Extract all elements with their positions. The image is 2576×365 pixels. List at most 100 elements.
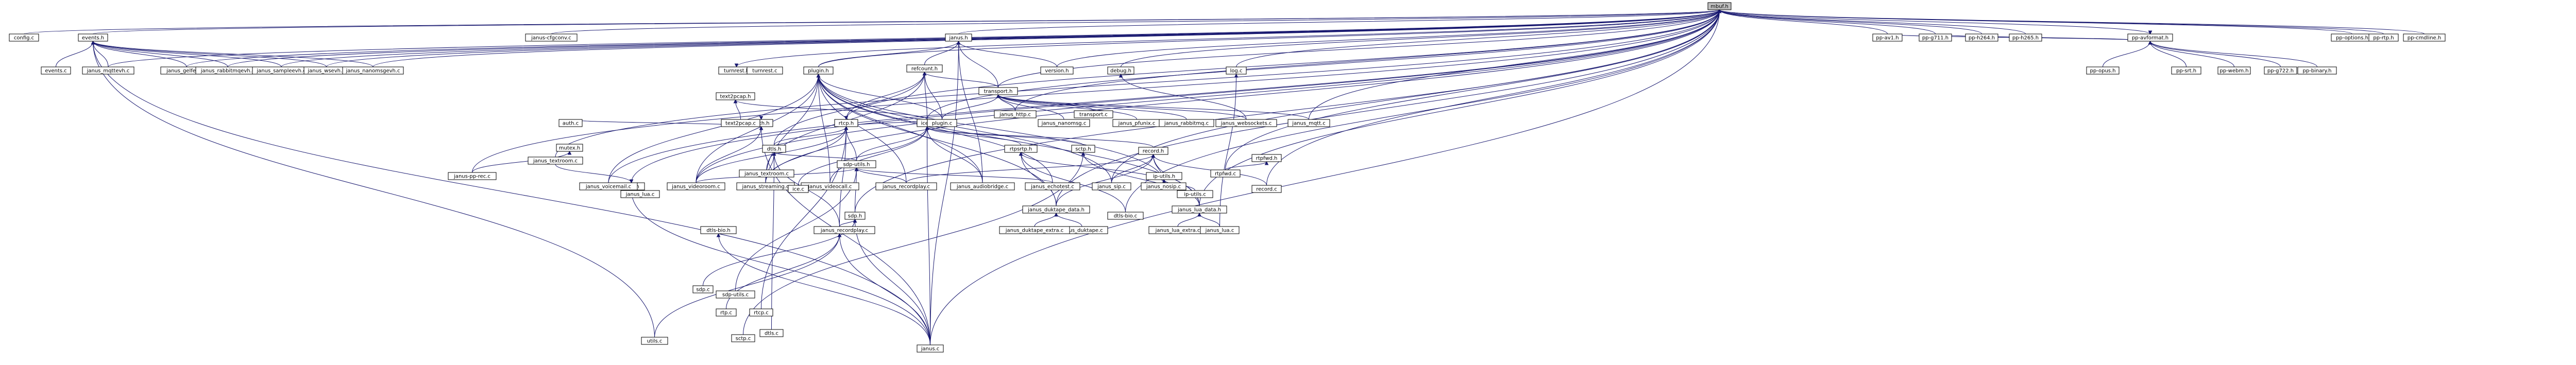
graph-node-janus-rabbitmqevh[interactable]: janus_rabbitmqevh.c [195,66,260,75]
graph-node-janus-nanomsg[interactable]: janus_nanomsg.c [1038,119,1090,127]
node-label: janus_audiobridge.c [956,184,1008,190]
graph-node-record-c[interactable]: record.c [1251,185,1282,193]
graph-node-janus-streaming[interactable]: janus_streaming.c [736,182,795,190]
graph-node-pp-av1[interactable]: pp-av1.h [1872,33,1903,42]
graph-node-janus-mqtt[interactable]: janus_mqtt.c [1287,119,1330,127]
graph-node-pp-h264[interactable]: pp-h264.h [1965,33,1998,42]
graph-node-rtp-c[interactable]: rtp.c [716,308,737,317]
graph-node-pp-h265[interactable]: pp-h265.h [2009,33,2042,42]
graph-node-janus-lua-c2[interactable]: janus_lua.c [1200,226,1240,234]
graph-node-janus-videocall[interactable]: janus_videocall.c [801,182,859,190]
graph-node-janus-duktape-data[interactable]: janus_duktape_data.h [1022,205,1090,214]
graph-node-log-h[interactable]: log.c [1226,66,1247,75]
graph-node-rtcp-c[interactable]: rtcp.c [749,308,773,317]
graph-node-janus-pfunix[interactable]: janus_pfunix.c [1112,119,1161,127]
graph-node-rtpfwd-h[interactable]: rtpfwd.h [1251,154,1282,162]
graph-node-rtpsrtp-h[interactable]: rtpsrtp.h [1004,145,1038,153]
graph-node-dtls-tls[interactable]: dtls-bio.h [700,226,737,234]
graph-node-ip-utils-c[interactable]: ip-utils.c [1177,190,1213,198]
graph-node-sctp-c[interactable]: sctp.c [731,334,755,342]
graph-node-version-h[interactable]: version.h [1040,66,1074,75]
graph-node-refcount[interactable]: refcount.h [906,64,943,73]
edge-auth_h-to-janus_videoroom [696,126,761,183]
graph-node-sctp-h[interactable]: sctp.h [1071,145,1095,153]
graph-node-auth-c[interactable]: auth.c [558,119,583,127]
graph-node-janus-websockets[interactable]: janus_websockets.c [1215,119,1277,127]
graph-node-record-h[interactable]: record.h [1138,147,1168,155]
edge-record_h-to-janus_lua_data [1153,154,1200,206]
graph-node-pp-g722[interactable]: pp-g722.h [2264,66,2297,75]
graph-node-janus-pp-rtp[interactable]: janus_textroom.c [528,157,583,165]
graph-node-janus-audiobridge[interactable]: janus_audiobridge.c [950,182,1015,190]
graph-node-debug-h[interactable]: debug.h [1107,66,1134,75]
graph-node-janus-lua-extra[interactable]: janus_lua_extra.c [1148,226,1207,234]
graph-node-ip-utils-h[interactable]: ip-utils.h [1146,172,1182,180]
edge-janus_h_box-to-plugin_h [818,41,959,67]
graph-node-janus-rabbitmq[interactable]: janus_rabbitmq.c [1159,119,1214,127]
graph-node-janus-duktape-extra[interactable]: janus_duktape_extra.c [999,226,1070,234]
graph-node-dtls-c[interactable]: dtls.c [759,329,784,337]
graph-node-transport-h[interactable]: transport.h [978,87,1018,95]
graph-node-events-h[interactable]: events.h [78,33,108,42]
graph-node-plugin-h[interactable]: plugin.h [803,66,834,75]
graph-node-janus-h-box[interactable]: janus.h [945,33,972,42]
graph-node-pp-srt[interactable]: pp-srt.h [2171,66,2201,75]
graph-node-pp-webm[interactable]: pp-webm.h [2217,66,2251,75]
node-box [1074,110,1113,118]
graph-node-pp-opus[interactable]: pp-opus.h [2086,66,2120,75]
graph-node-pp-options[interactable]: pp-options.h [2331,33,2374,42]
graph-node-pp-rtp[interactable]: pp-rtp.h [2368,33,2399,42]
graph-node-janus-voicemail[interactable]: janus_voicemail.c [579,182,638,190]
graph-node-text2pcap-c[interactable]: text2pcap.c [721,119,760,127]
graph-node-turnrest-c[interactable]: turnrest.c [747,66,783,75]
graph-node-config[interactable]: config.c [9,33,39,42]
node-box [1004,145,1038,153]
graph-node-janus-sip[interactable]: janus_sip.c [1092,182,1131,190]
graph-node-dtls-bio[interactable]: dtls-bio.c [1107,212,1144,220]
graph-node-mutex-h[interactable]: mutex.h [556,144,583,152]
graph-node-pp-cmdline[interactable]: pp-cmdline.h [2403,33,2446,42]
graph-node-janus-pp-rec[interactable]: pp-avformat.h [2127,33,2173,42]
graph-node-janus-lua-data[interactable]: janus_lua_data.h [1172,205,1227,214]
graph-node-janus-videoroom[interactable]: janus_videoroom.c [667,182,725,190]
graph-node-janus-echotest[interactable]: janus_echotest.c [1025,182,1080,190]
graph-node-janus-nanomsgevh[interactable]: janus_nanomsgevh.c [342,66,404,75]
graph-node-janus-cfgconv[interactable]: janus-cfgconv.c [525,33,578,42]
graph-node-janus-recordplay2[interactable]: janus_recordplay.c [814,226,875,234]
graph-node-janus-recordplay[interactable]: janus_recordplay.c [875,182,937,190]
edge-mbuf-to-config [24,9,1720,34]
graph-node-transport-c[interactable]: transport.c [1074,110,1113,118]
graph-node-sdp-c[interactable]: sdp.c [692,285,714,293]
graph-node-janus-lua[interactable]: janus_lua.c [620,190,660,198]
graph-node-rtcp-h[interactable]: rtcp.h [834,119,858,127]
edge-transport_h-to-transport_c [998,94,1094,111]
graph-node-janus-nosip[interactable]: janus_nosip.c [1141,182,1187,190]
graph-node-pp-binary[interactable]: pp-binary.h [2297,66,2337,75]
edge-debug_h-to-janus_websockets [1121,74,1247,120]
graph-node-janus-textroom2[interactable]: janus_textroom.c [739,169,794,178]
edge-mbuf-to-pp_h264 [1719,9,1982,34]
graph-node-janus-c[interactable]: janus.c [917,344,944,353]
graph-node-janus-sampleevh[interactable]: janus_sampleevh.c [252,66,311,75]
graph-node-ice-c[interactable]: ice.c [788,185,809,193]
graph-node-turnrest-h[interactable]: turnrest.h [718,66,755,75]
graph-node-rtpfwd-c[interactable]: rtpfwd.c [1210,169,1241,178]
graph-node-plugin-c[interactable]: plugin.c [927,119,957,127]
edge-transport_h-to-plugin_c [942,94,998,120]
graph-node-janus-pp-h[interactable]: janus-pp-rec.c [448,172,497,180]
graph-node-janus-wsevh[interactable]: janus_wsevh.c [303,66,349,75]
node-label: transport.h [984,89,1013,95]
edge-sdp_utils_h-to-janus_echotest [856,167,1053,183]
graph-node-utils-c[interactable]: utils.c [641,337,668,345]
graph-node-pp-g711[interactable]: pp-g711.h [1919,33,1952,42]
graph-node-dtls-h[interactable]: dtls.h [762,145,786,153]
edge-utils_h-to-janus_pp_rtp [555,164,632,183]
node-label: record.c [1256,187,1277,193]
graph-node-text2pcap-h[interactable]: text2pcap.h [716,92,755,100]
graph-node-janus-http[interactable]: janus_http.c [994,110,1037,118]
graph-node-sdp-utils-h[interactable]: sdp-utils.h [837,160,876,168]
graph-node-janus-mqttevh[interactable]: janus_mqttevh.c [82,66,134,75]
graph-node-events-c[interactable]: events.c [41,66,71,75]
graph-node-sdp-utils-c[interactable]: sdp-utils.c [716,290,755,299]
graph-node-sdp-h[interactable]: sdp.h [844,212,866,220]
